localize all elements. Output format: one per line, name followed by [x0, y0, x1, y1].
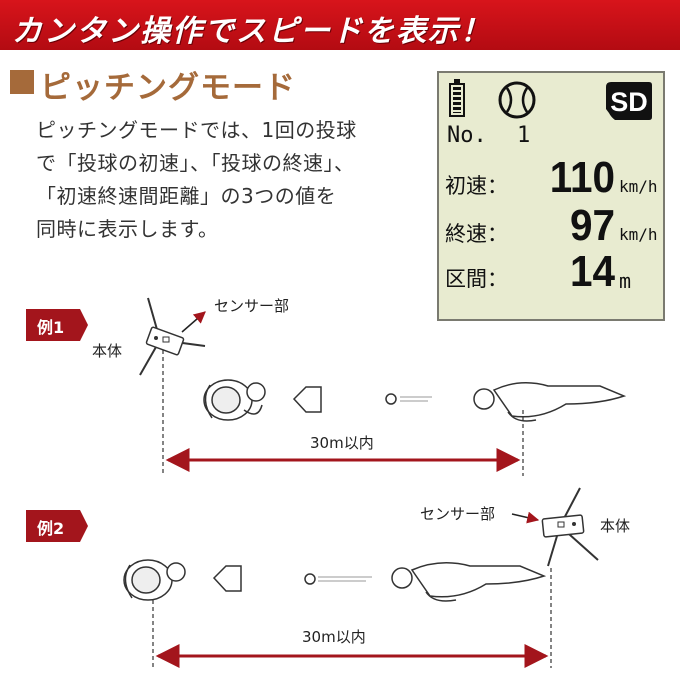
record-number-value: 1 — [517, 123, 531, 148]
final-speed-value: 97 — [569, 201, 615, 250]
description-line: 「初速終速間距離」の3つの値を — [36, 184, 337, 208]
sensor-pointer-1 — [181, 311, 206, 333]
initial-speed-value: 110 — [549, 153, 615, 202]
banner-title: カンタン操作でスピードを表示！ — [12, 14, 492, 49]
distance-label-1: 30m以内 — [310, 434, 374, 452]
sensor-label-1: センサー部 — [214, 297, 290, 315]
interval-value: 14 — [569, 247, 615, 296]
device-1-tripod-icon — [139, 297, 206, 376]
pitcher-1-icon — [473, 382, 627, 422]
sd-label: SD — [610, 87, 648, 117]
description-line: 同時に表示します。 — [36, 217, 219, 241]
example2-tag: 例2 — [37, 519, 65, 538]
lcd-display: SD No. 1 初速： 110 km/h 終速： 97 km/h 区間： 14… — [437, 71, 665, 321]
final-speed-unit: km/h — [619, 225, 658, 244]
baseball-icon — [498, 81, 536, 119]
home-plate-2-icon — [212, 565, 242, 592]
distance-label-2: 30m以内 — [302, 628, 366, 646]
example1-tag: 例1 — [37, 318, 65, 337]
device-2-tripod-icon — [541, 487, 599, 567]
section-title: ピッチングモード — [40, 70, 296, 106]
sensor-label-2: センサー部 — [420, 505, 496, 523]
final-speed-label: 終速： — [445, 222, 508, 246]
sensor-pointer-2 — [511, 511, 540, 524]
record-number-label: No. — [447, 123, 487, 148]
interval-label: 区間： — [445, 267, 508, 291]
home-plate-1-icon — [292, 386, 322, 413]
ball-1-icon — [385, 393, 397, 405]
interval-unit: m — [619, 269, 632, 293]
description-line: で「投球の初速」、「投球の終速」、 — [36, 151, 355, 175]
battery-icon — [449, 79, 465, 117]
catcher-2-icon — [123, 559, 186, 601]
description-text: ピッチングモードでは、1回の投球 で「投球の初速」、「投球の終速」、 「初速終速… — [36, 114, 426, 246]
description-line: ピッチングモードでは、1回の投球 — [36, 118, 357, 142]
initial-speed-label: 初速： — [445, 174, 508, 198]
catcher-1-icon — [203, 379, 266, 421]
initial-speed-unit: km/h — [619, 177, 658, 196]
body-label-1: 本体 — [92, 342, 123, 360]
header-banner: カンタン操作でスピードを表示！ — [0, 0, 680, 50]
section-marker-square — [10, 70, 34, 94]
sd-card-icon: SD — [606, 82, 652, 120]
body-label-2: 本体 — [600, 517, 631, 535]
example1-tag-shape — [26, 309, 88, 341]
pitcher-2-icon — [391, 562, 547, 602]
ball-2-icon — [304, 573, 316, 585]
example2-tag-shape — [26, 510, 88, 542]
